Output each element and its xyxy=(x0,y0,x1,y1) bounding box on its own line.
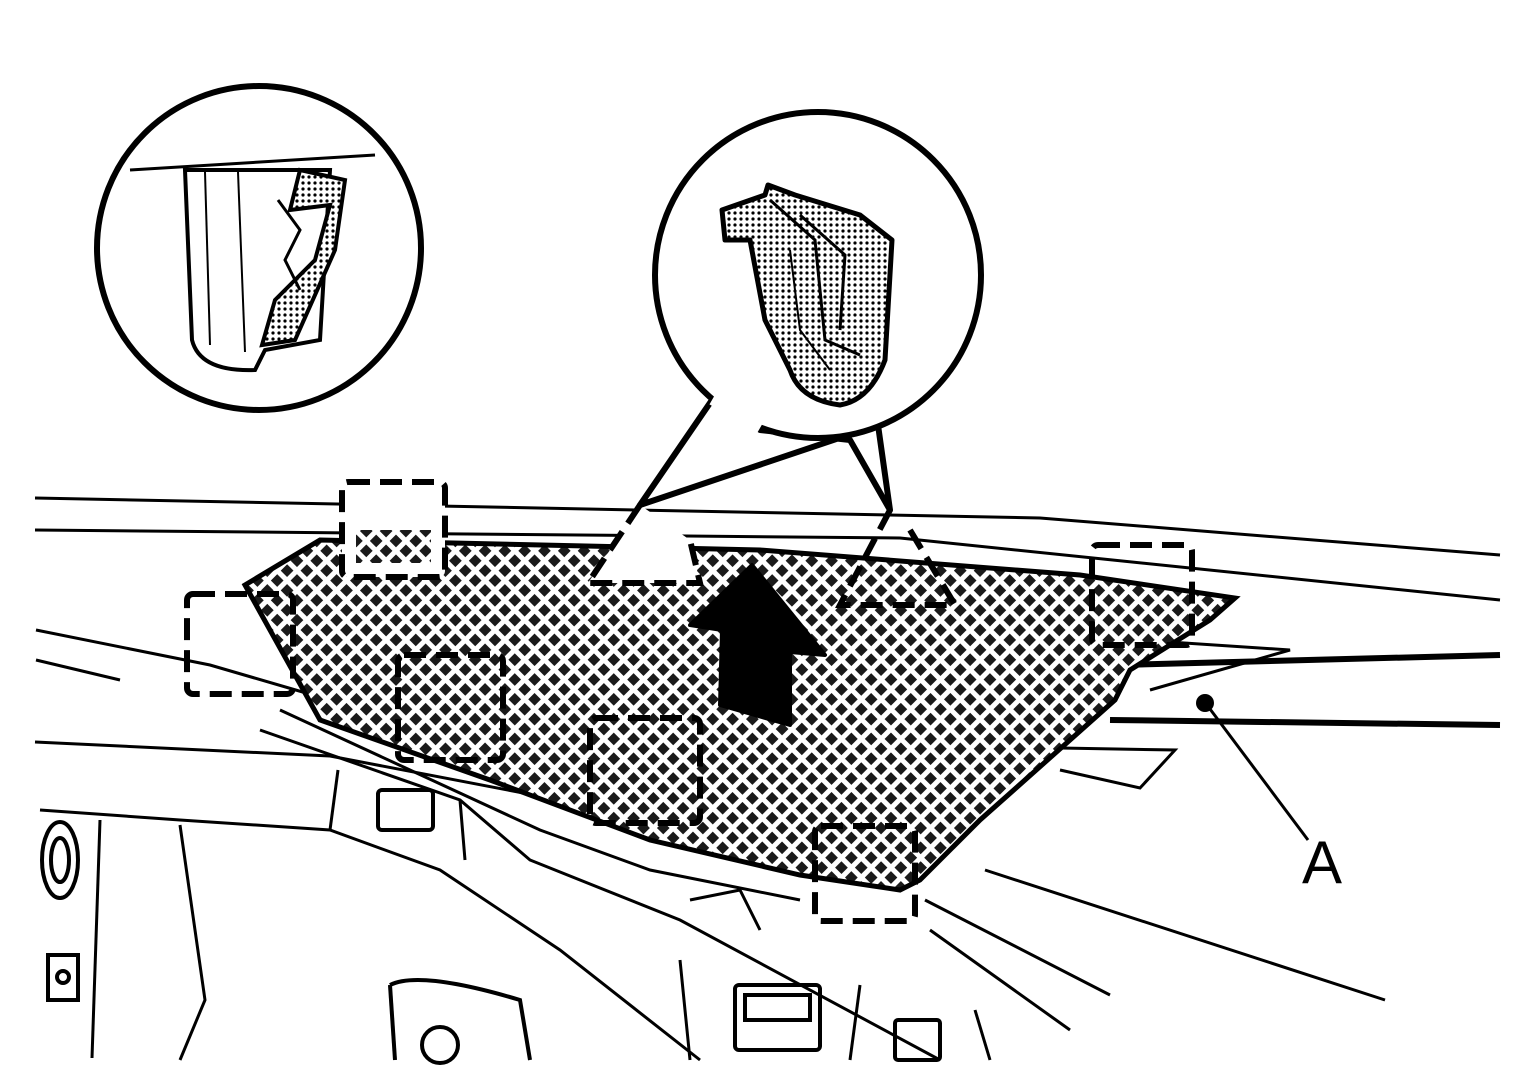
retainer-marker xyxy=(1089,542,1195,648)
callout-label-a: A xyxy=(1302,829,1342,896)
retainer-markers xyxy=(184,479,1195,924)
clip-marker xyxy=(835,508,961,608)
body-structure xyxy=(34,496,1501,1062)
clip-marker xyxy=(582,503,704,586)
retainer-marker xyxy=(184,591,296,697)
trim-features xyxy=(40,788,942,1065)
retainer-marker xyxy=(812,823,918,924)
clip-detail-icon xyxy=(94,83,424,413)
retainer-marker xyxy=(587,715,703,826)
arrow-up-icon xyxy=(688,563,827,727)
callout-a: A xyxy=(1196,694,1342,896)
retainer-detail-icon xyxy=(637,109,984,513)
retainer-marker xyxy=(395,652,506,763)
